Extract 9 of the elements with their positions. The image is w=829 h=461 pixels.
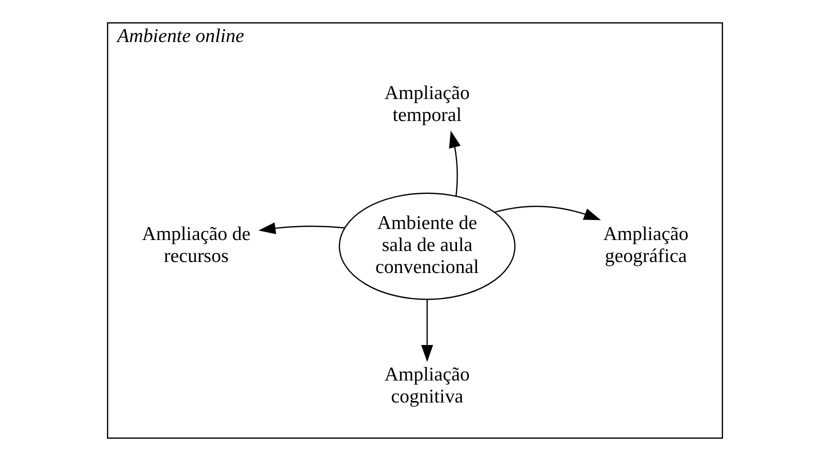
- node-text: Ampliação geográfica: [602, 224, 688, 267]
- node-text: Ampliação de recursos: [142, 224, 250, 267]
- arrow: [420, 300, 433, 362]
- node-text: Ampliação cognitiva: [384, 364, 470, 408]
- arrow: [258, 222, 344, 234]
- arrow: [448, 130, 460, 196]
- node-ellipse: Ambiente de sala de aula convencional: [338, 192, 516, 300]
- node-text: Ampliação temporal: [384, 83, 470, 126]
- arrow: [494, 206, 600, 220]
